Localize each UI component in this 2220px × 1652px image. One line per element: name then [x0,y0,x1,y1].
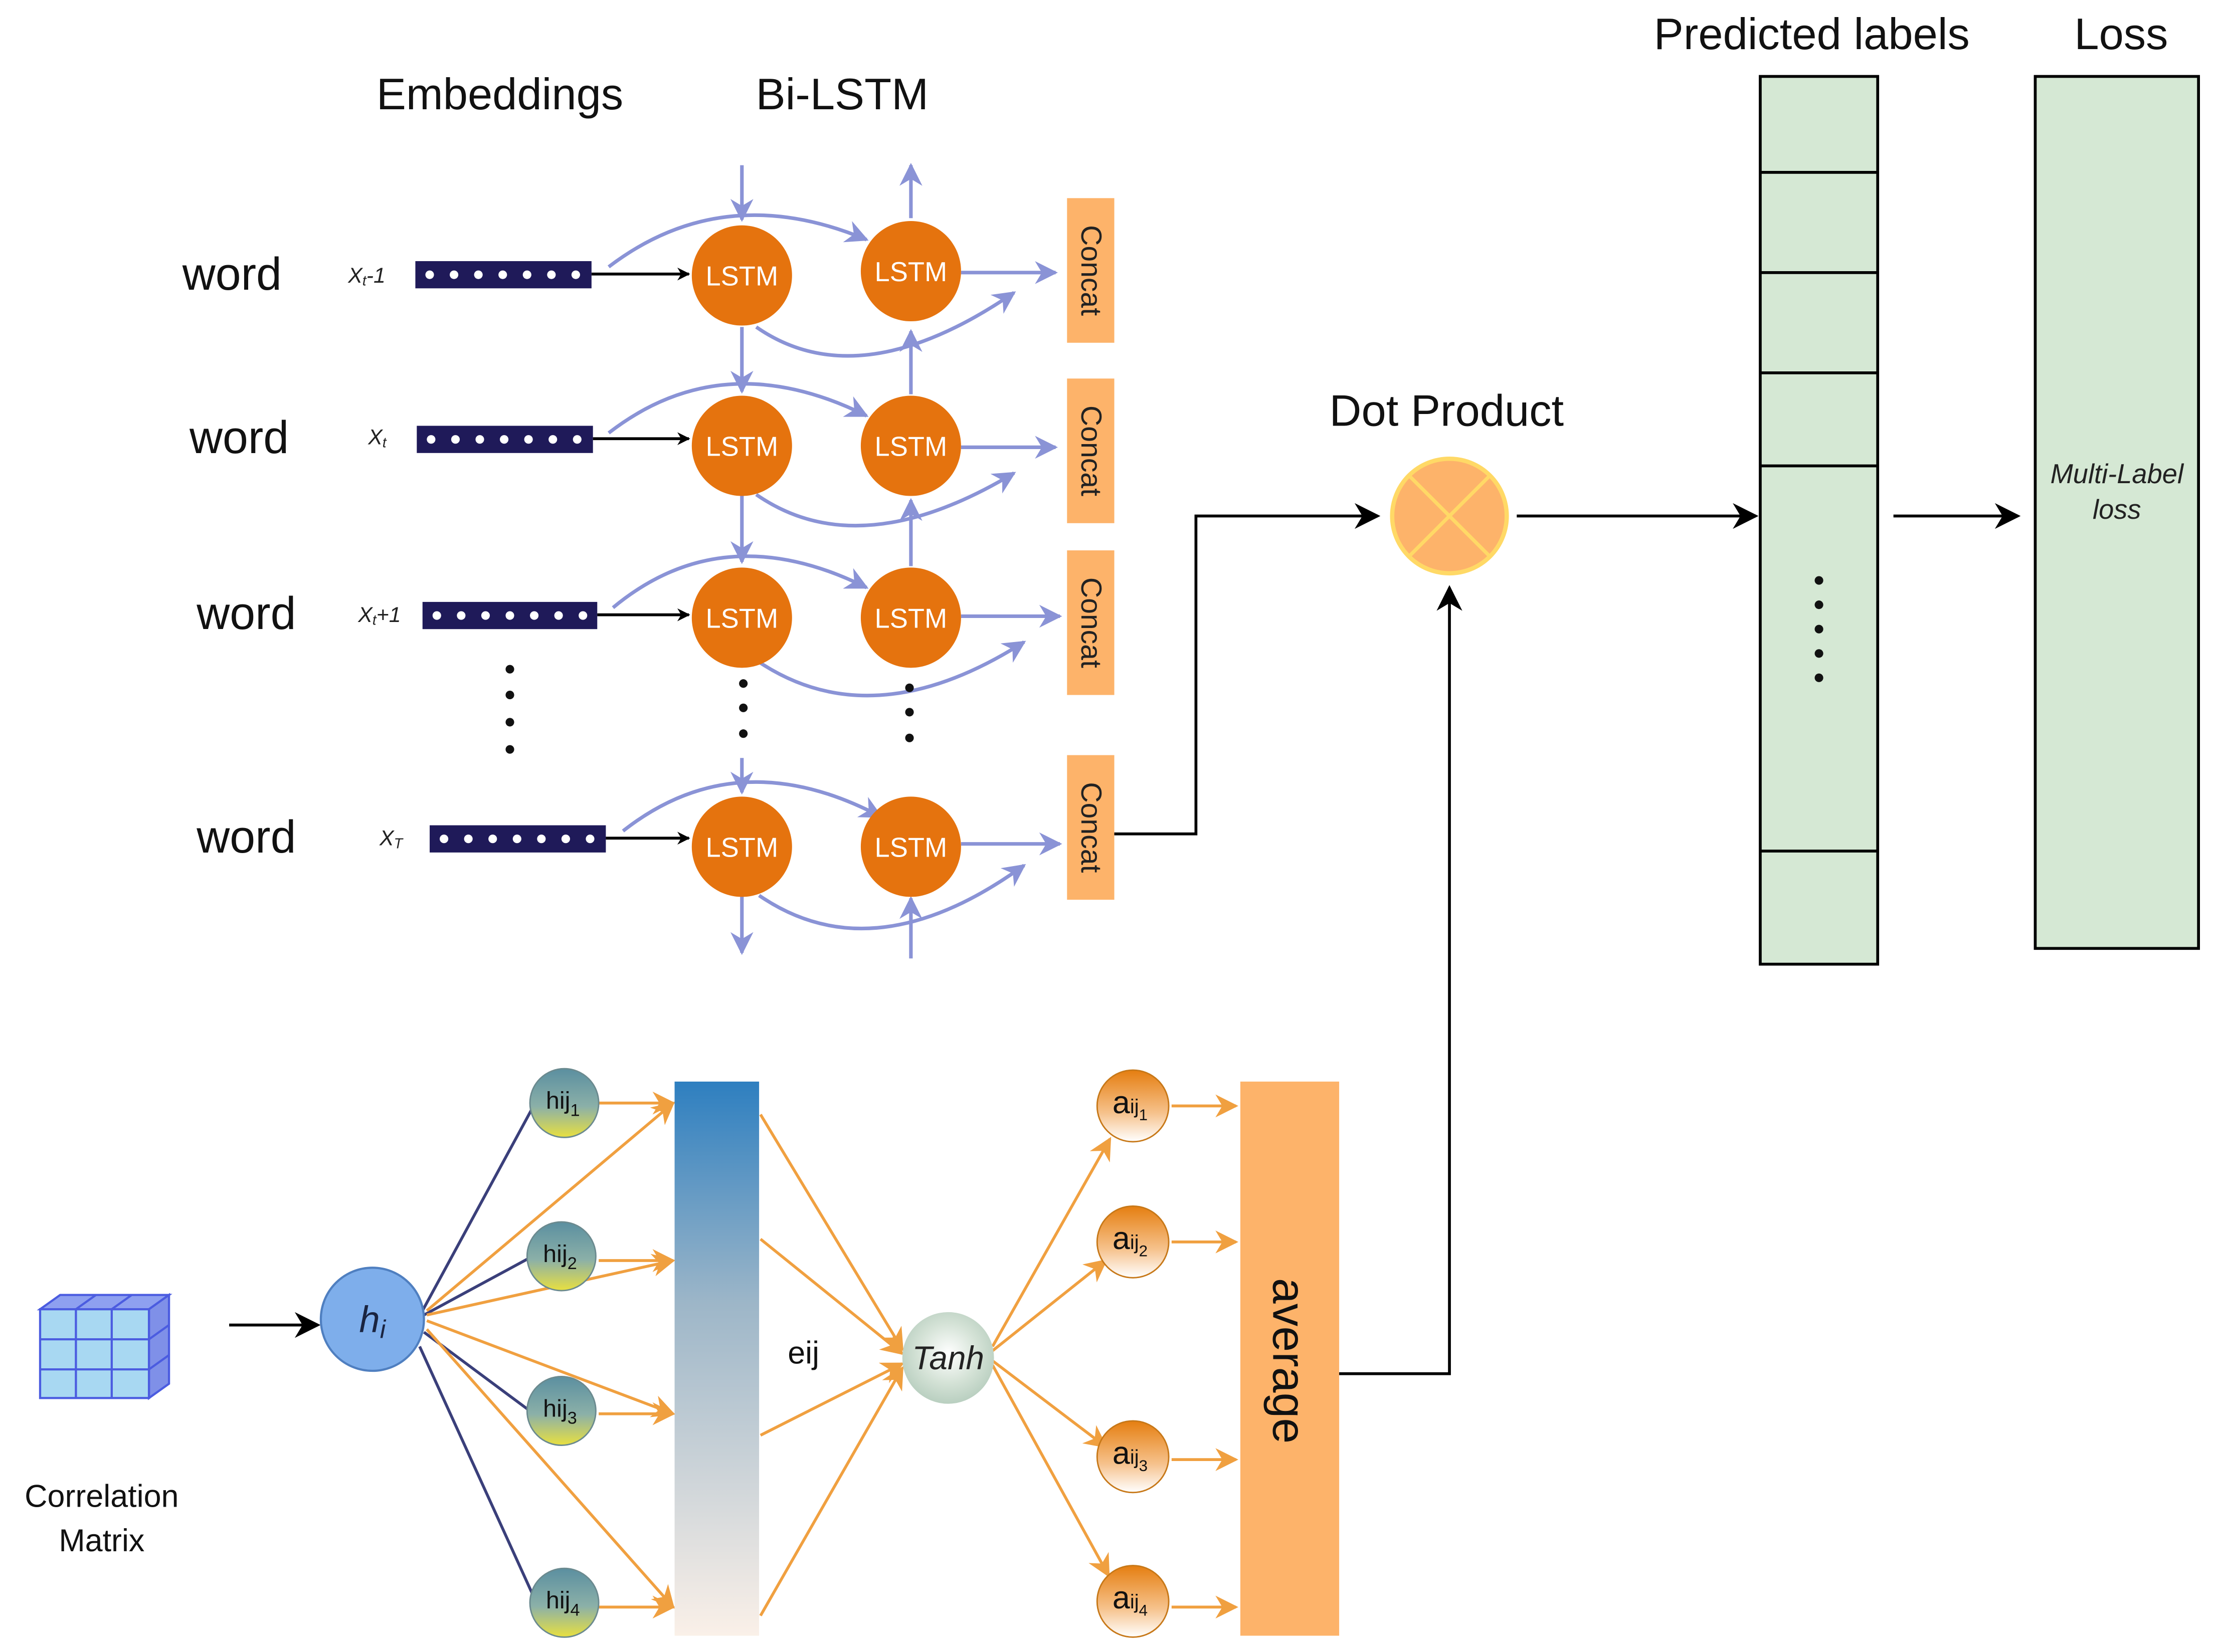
svg-text:aij4: aij4 [1113,1580,1148,1619]
svg-text:hij3: hij3 [543,1395,577,1427]
embedding-vector-4 [430,825,606,853]
svg-text:Concat: Concat [1075,225,1107,316]
hij-nodes: hij1 hij2 hij3 hij4 [526,1068,600,1638]
aij-node-2: aij2 [1096,1205,1170,1279]
input-symbol-3: Xt+1 [357,603,401,629]
svg-text:LSTM: LSTM [875,432,948,462]
hi-node: hi [319,1267,425,1372]
loss-box: Multi-Label loss [2033,75,2200,950]
forward-lstm-nodes: LSTM LSTM LSTM LSTM [691,225,792,897]
concat-block-4: Concat [1067,755,1115,900]
svg-text:aij1: aij1 [1113,1085,1148,1124]
tanh-node: Tanh [902,1312,994,1404]
lstm-forward-1: LSTM [691,225,792,326]
concat-block-1: Concat [1067,198,1115,343]
svg-text:LSTM: LSTM [705,832,778,863]
hij-node-1: hij1 [529,1068,600,1138]
hij-node-2: hij2 [526,1221,597,1292]
dot-product-label: Dot Product [1330,386,1564,436]
sequence-row-4: word XT [196,811,606,863]
predicted-labels-header: Predicted labels [1654,9,1970,59]
row-ellipsis-embeddings [505,665,514,754]
aij-to-average-links [1171,1094,1238,1619]
backward-lstm-nodes: LSTM LSTM LSTM LSTM [860,221,961,897]
multilabel-loss-line2: loss [2093,494,2141,525]
svg-text:Concat: Concat [1075,405,1107,496]
bilstm-rows: word Xt-1 word Xt word Xt+1 [182,163,1115,959]
concat-blocks: Concat Concat Concat Concat [1067,198,1115,900]
svg-text:LSTM: LSTM [875,257,948,287]
embedding-to-lstm-arrows [591,267,690,845]
bilstm-recurrent-connections [607,163,1062,959]
embeddings-header: Embeddings [377,69,623,119]
eij-label: eij [788,1336,819,1371]
tanh-to-aij-links [991,1137,1112,1578]
row-ellipsis-lstm [739,679,914,742]
lstm-forward-4: LSTM [691,796,792,897]
embedding-vector-1 [415,261,592,289]
input-symbol-2: Xt [367,426,387,451]
average-to-dot-product-arrow [1339,585,1462,1375]
svg-text:Concat: Concat [1075,782,1107,873]
lstm-backward-3: LSTM [860,567,961,668]
concat-block-3: Concat [1067,550,1115,695]
svg-text:hij4: hij4 [546,1587,580,1619]
hij-node-3: hij3 [526,1376,597,1446]
correlation-matrix-label-line2: Matrix [59,1523,144,1558]
dot-product-node [1390,456,1509,576]
hi-to-hij-links [418,1106,538,1605]
input-symbol-4: XT [379,827,404,852]
bilstm-header: Bi-LSTM [756,69,929,119]
svg-text:hij1: hij1 [546,1087,580,1120]
predicted-labels-stack [1759,75,1880,966]
loss-header: Loss [2074,9,2168,59]
svg-text:hi: hi [359,1299,386,1343]
svg-text:average: average [1263,1278,1315,1443]
aij-node-4: aij4 [1096,1565,1170,1638]
svg-text:LSTM: LSTM [705,261,778,292]
svg-text:LSTM: LSTM [875,603,948,634]
svg-text:aij3: aij3 [1113,1436,1148,1475]
svg-text:hij2: hij2 [543,1241,577,1273]
average-block: average [1240,1081,1340,1636]
svg-text:LSTM: LSTM [705,603,778,634]
lstm-forward-3: LSTM [691,567,792,668]
correlation-matrix-cube-icon [37,1293,172,1400]
word-label-3: word [196,588,296,639]
aij-node-3: aij3 [1096,1420,1170,1494]
concat-block-2: Concat [1067,378,1115,523]
energy-to-tanh-links [759,1114,904,1616]
word-label-1: word [182,249,282,300]
energy-score-bar [674,1081,760,1636]
lstm-backward-4: LSTM [860,796,961,897]
hij-node-4: hij4 [529,1567,600,1638]
aij-node-1: aij1 [1096,1069,1170,1143]
lstm-backward-2: LSTM [860,395,961,496]
concat-to-dot-product-arrow [1114,503,1381,836]
lstm-backward-1: LSTM [860,221,961,321]
input-symbol-1: Xt-1 [347,264,386,289]
word-label-2: word [189,412,289,463]
multilabel-loss-line1: Multi-Label [2051,459,2184,489]
sequence-row-3: word Xt+1 [196,588,598,639]
embedding-vector-3 [422,601,598,630]
aij-nodes: aij1 aij2 aij3 aij4 [1096,1069,1170,1638]
hi-to-energy-bar-links [426,1091,676,1619]
sequence-row-1: word Xt-1 [182,249,592,300]
sequence-row-2: word Xt [189,412,593,463]
svg-text:LSTM: LSTM [705,432,778,462]
embedding-vector-2 [417,426,593,453]
svg-text:Tanh: Tanh [912,1340,984,1376]
word-label-4: word [196,811,296,863]
labels-ellipsis [1814,576,1823,682]
lstm-forward-2: LSTM [691,395,792,496]
svg-text:LSTM: LSTM [875,832,948,863]
svg-text:aij2: aij2 [1113,1221,1148,1260]
svg-text:Concat: Concat [1075,577,1107,668]
correlation-matrix-label-line1: Correlation [25,1479,178,1514]
